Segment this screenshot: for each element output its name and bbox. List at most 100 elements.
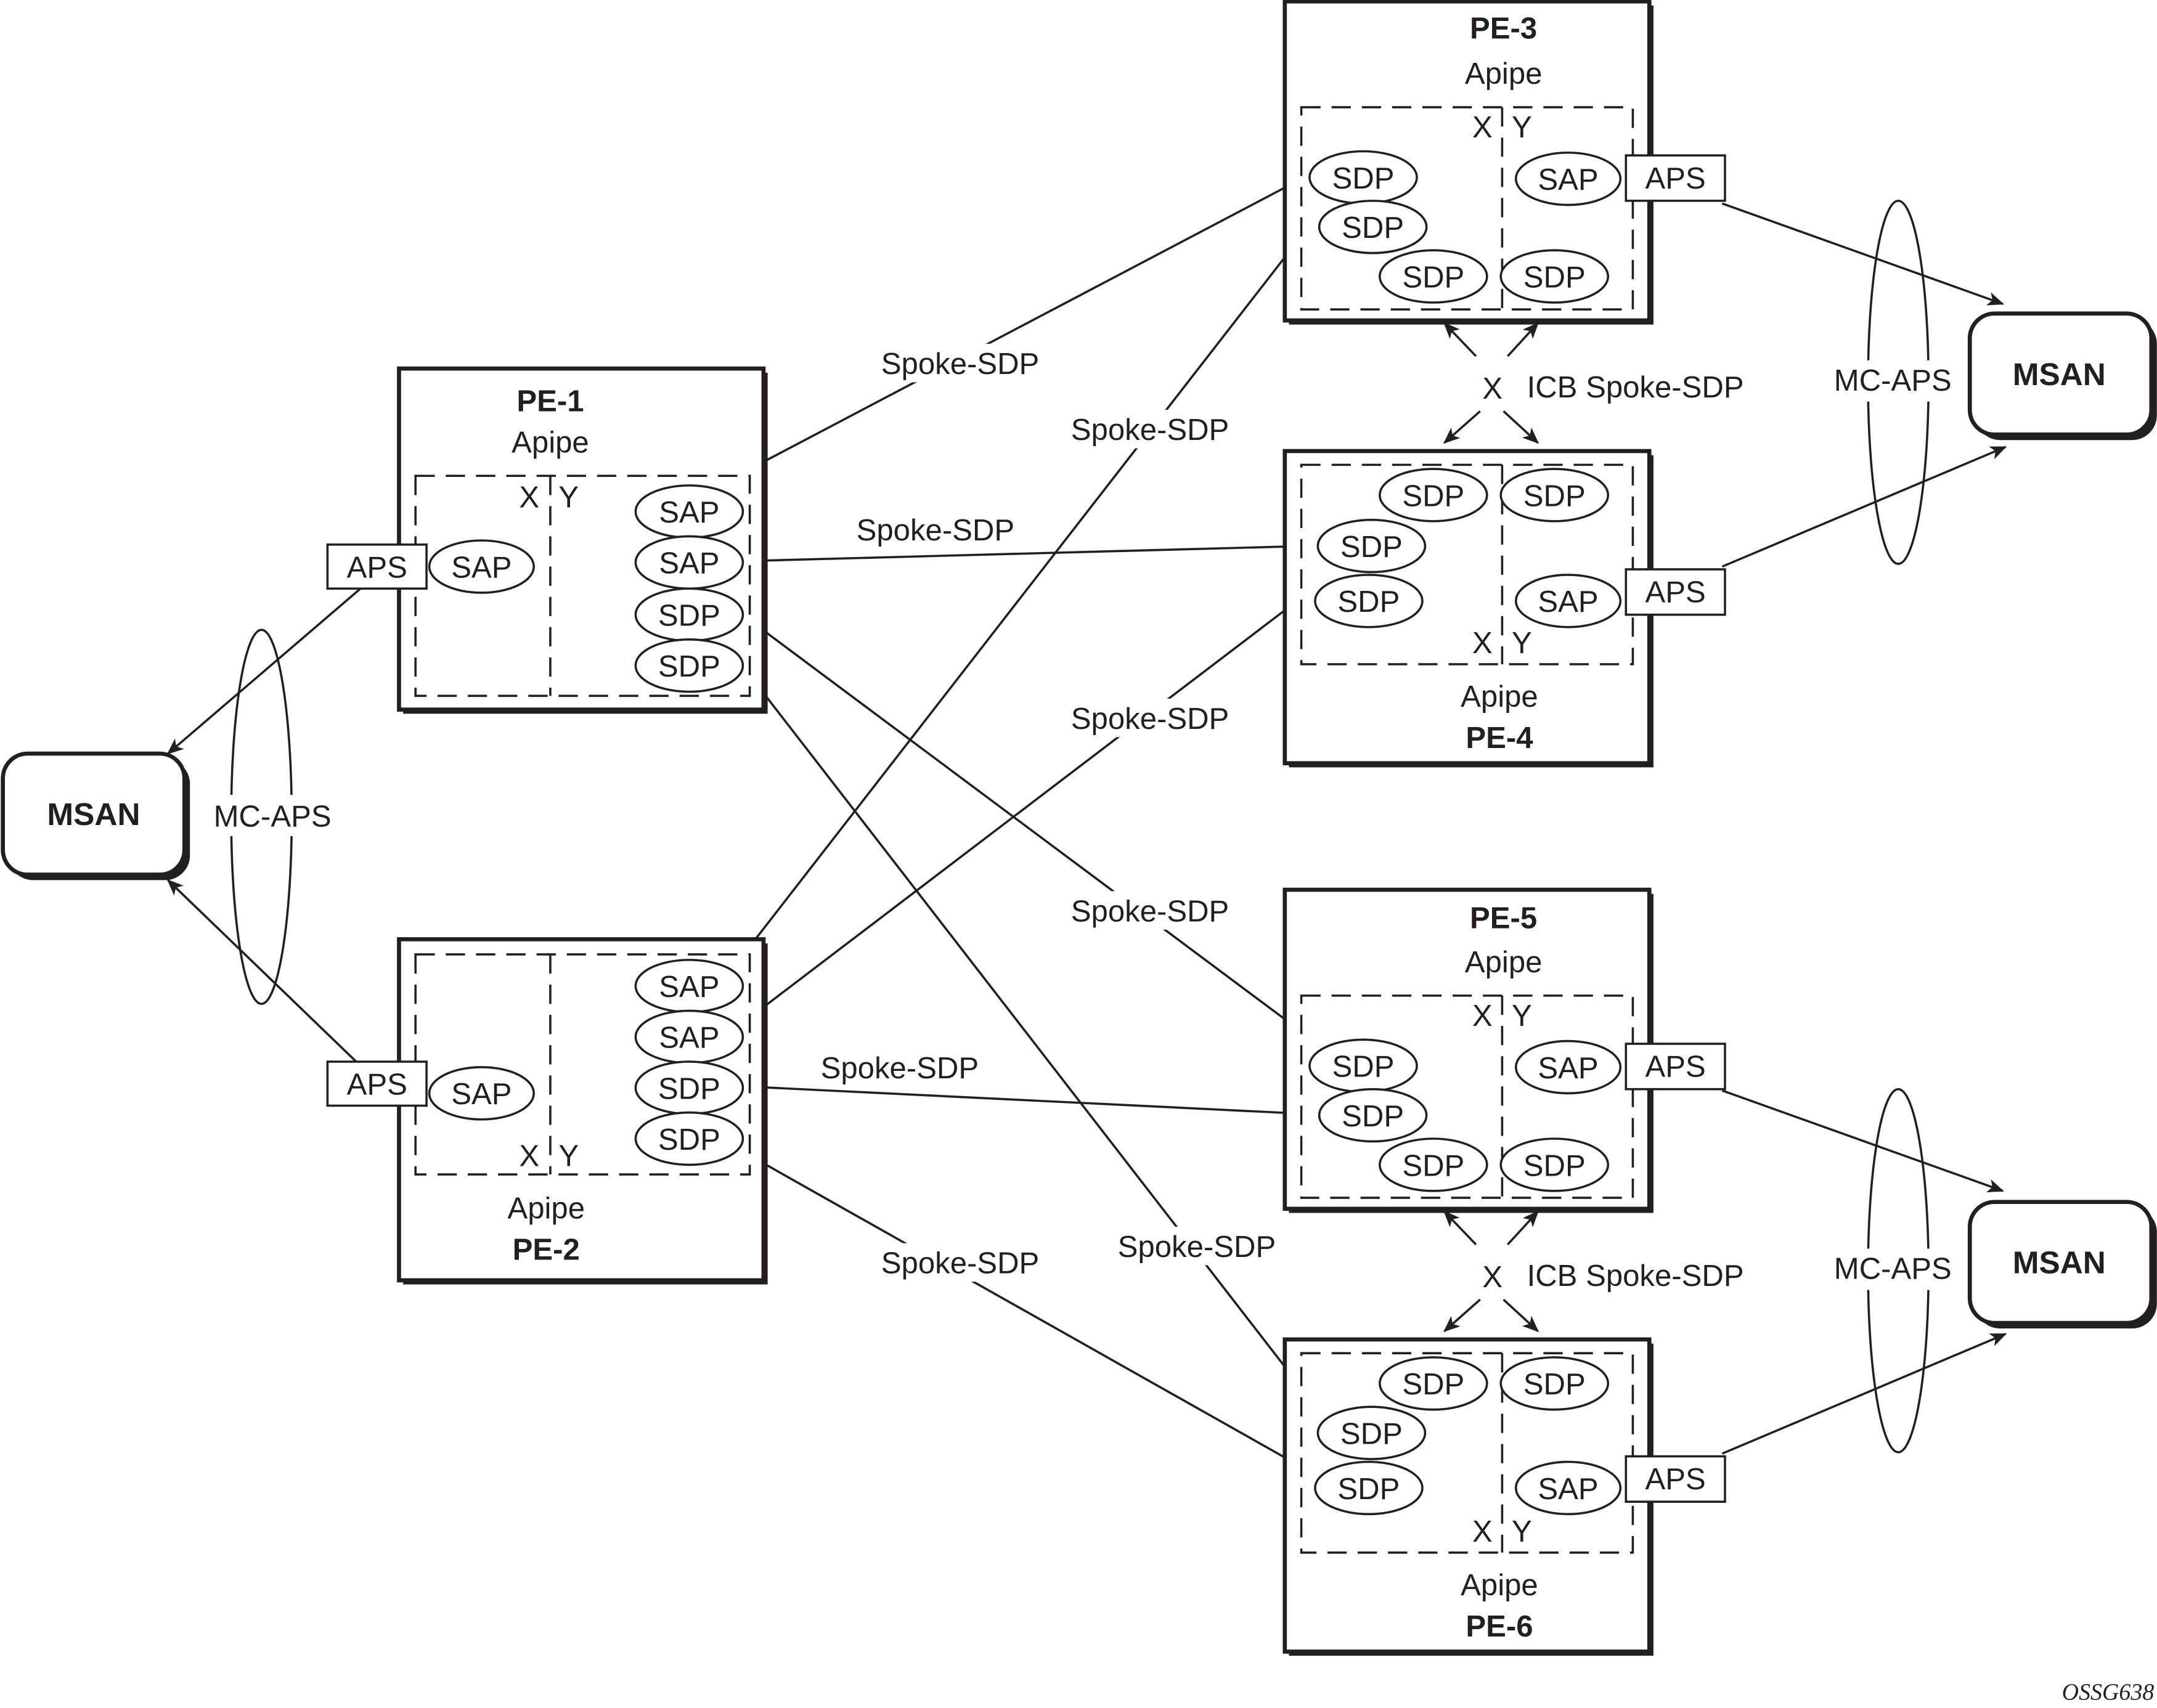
pe4-node: X Y SDP SDP SDP SDP SAP APS Apipe PE-4	[1282, 449, 1726, 768]
label-spoke-pe2-pe5: Spoke-SDP	[821, 1052, 979, 1085]
label-spoke-pe2-pe4: Spoke-SDP	[1071, 702, 1229, 736]
pe2-x-label: X	[519, 1140, 539, 1173]
pe1-left-sap: SAP	[451, 551, 512, 584]
link-pe2-pe4	[743, 586, 1316, 1023]
link-pe2-pe3	[731, 219, 1315, 971]
pe4-y-endpoint-1: SDP	[1523, 479, 1586, 513]
pe2-endpoint-1: SAP	[659, 970, 719, 1004]
pe4-x-label: X	[1472, 627, 1493, 660]
icb-x-mark-bottom: X	[1482, 1261, 1503, 1294]
pe5-x-endpoint-2: SDP	[1342, 1100, 1404, 1133]
label-spoke-pe1-pe4: Spoke-SDP	[857, 514, 1015, 547]
pe5-y-label: Y	[1512, 999, 1532, 1033]
pe2-service: Apipe	[507, 1192, 585, 1225]
pe4-y-endpoint-2: SAP	[1538, 585, 1598, 619]
pe1-endpoint-2: SAP	[659, 547, 719, 580]
pe3-name: PE-3	[1470, 12, 1537, 45]
pe6-node: X Y SDP SDP SDP SDP SAP APS Apipe PE-6	[1282, 1337, 1726, 1656]
pe1-endpoint-1: SAP	[659, 496, 719, 529]
pe5-service: Apipe	[1465, 946, 1543, 979]
pe2-left-aps: APS	[347, 1068, 407, 1102]
label-icb-bottom: ICB Spoke-SDP	[1527, 1259, 1744, 1293]
link-pe6-aps-msan	[1721, 1333, 2007, 1455]
pe6-x-endpoint-2: SDP	[1340, 1417, 1403, 1450]
label-spoke-pe2-pe6: Spoke-SDP	[881, 1247, 1040, 1280]
pe4-right-aps: APS	[1645, 576, 1706, 609]
link-pe1-pe6	[739, 662, 1324, 1418]
pe5-name: PE-5	[1470, 902, 1537, 935]
label-mc-aps-top-right: MC-APS	[1834, 364, 1952, 397]
pe3-x-endpoint-2: SDP	[1342, 211, 1404, 245]
pe5-x-label: X	[1472, 999, 1493, 1033]
pe1-endpoint-4: SDP	[658, 650, 720, 683]
pe5-x-endpoint-1: SDP	[1332, 1051, 1395, 1084]
msan-left: MSAN	[1, 751, 190, 880]
label-spoke-pe1-pe5: Spoke-SDP	[1071, 895, 1229, 928]
pe4-y-label: Y	[1512, 627, 1532, 660]
pe5-node: PE-5 Apipe X Y SDP SDP SDP SAP SDP APS	[1282, 887, 1726, 1213]
pe1-y-label: Y	[558, 481, 579, 514]
pe6-x-endpoint-3: SDP	[1337, 1473, 1400, 1506]
pe5-y-endpoint-2: SDP	[1523, 1149, 1586, 1182]
link-pe5-aps-msan	[1721, 1089, 2004, 1193]
pe2-name: PE-2	[513, 1233, 580, 1266]
pe6-y-label: Y	[1512, 1515, 1532, 1548]
label-spoke-pe1-pe3: Spoke-SDP	[881, 348, 1040, 381]
icb-cross-pe5-pe6	[1443, 1210, 1539, 1332]
link-pe2-pe6	[743, 1151, 1311, 1473]
link-pe1-aps-msan	[166, 587, 362, 755]
pe1-left-aps: APS	[347, 551, 407, 584]
label-mc-aps-bottom-right: MC-APS	[1834, 1253, 1952, 1286]
pe3-x-endpoint-1: SDP	[1332, 162, 1395, 195]
links	[166, 175, 2007, 1473]
label-icb-top: ICB Spoke-SDP	[1527, 371, 1744, 404]
pe2-left-sap: SAP	[451, 1078, 512, 1111]
pe1-service: Apipe	[512, 426, 589, 459]
pe1-name: PE-1	[516, 384, 584, 418]
pe4-name: PE-4	[1466, 722, 1533, 755]
pe3-y-endpoint-2: SDP	[1523, 261, 1586, 294]
pe5-x-endpoint-3: SDP	[1402, 1149, 1464, 1182]
msan-bottom-right: MSAN	[1967, 1200, 2157, 1328]
pe6-y-endpoint-2: SAP	[1538, 1473, 1598, 1506]
label-spoke-pe2-pe3: Spoke-SDP	[1071, 413, 1229, 447]
icb-cross-pe3-pe4	[1443, 322, 1539, 444]
msan-bottom-right-label: MSAN	[2013, 1245, 2106, 1280]
link-pe4-aps-msan	[1721, 445, 2007, 568]
pe3-x-label: X	[1472, 111, 1493, 144]
pe3-y-label: Y	[1512, 111, 1532, 144]
link-pe3-aps-msan	[1721, 202, 2004, 306]
pe3-x-endpoint-3: SDP	[1402, 261, 1464, 294]
pe3-right-aps: APS	[1645, 162, 1706, 195]
pe1-node: PE-1 Apipe X Y SAP APS SAP SAP SDP SDP	[326, 366, 768, 714]
msan-top-right-label: MSAN	[2013, 357, 2106, 392]
icb-x-mark-top: X	[1482, 372, 1503, 405]
pe1-endpoint-3: SDP	[658, 600, 720, 633]
link-pe2-aps-msan	[166, 879, 362, 1067]
pe2-y-label: Y	[558, 1140, 579, 1173]
pe4-service: Apipe	[1461, 680, 1538, 714]
pe2-endpoint-4: SDP	[658, 1123, 720, 1157]
msan-left-label: MSAN	[47, 797, 140, 832]
msan-top-right: MSAN	[1967, 311, 2157, 441]
label-mc-aps-left: MC-APS	[214, 800, 332, 833]
pe6-x-endpoint-1: SDP	[1402, 1368, 1464, 1401]
pe6-x-label: X	[1472, 1515, 1493, 1548]
link-pe1-pe4	[743, 539, 1311, 568]
pe2-endpoint-3: SDP	[658, 1072, 720, 1105]
pe5-right-aps: APS	[1645, 1051, 1706, 1084]
figure-id: OSSG638	[2062, 1680, 2155, 1706]
pe5-y-endpoint-1: SAP	[1538, 1052, 1598, 1085]
label-spoke-pe1-pe6: Spoke-SDP	[1118, 1230, 1276, 1264]
pe3-node: PE-3 Apipe X Y SDP SDP SDP SAP SDP APS	[1282, 0, 1726, 325]
pe6-right-aps: APS	[1645, 1463, 1706, 1496]
pe6-service: Apipe	[1461, 1569, 1538, 1602]
pe4-x-endpoint-1: SDP	[1402, 479, 1464, 513]
pe3-y-endpoint-1: SAP	[1538, 163, 1598, 197]
pe3-service: Apipe	[1465, 57, 1543, 91]
link-pe1-pe5	[743, 615, 1325, 1049]
link-pe2-pe5	[743, 1080, 1308, 1120]
pe6-y-endpoint-1: SDP	[1523, 1368, 1586, 1401]
pe4-x-endpoint-3: SDP	[1337, 585, 1400, 619]
